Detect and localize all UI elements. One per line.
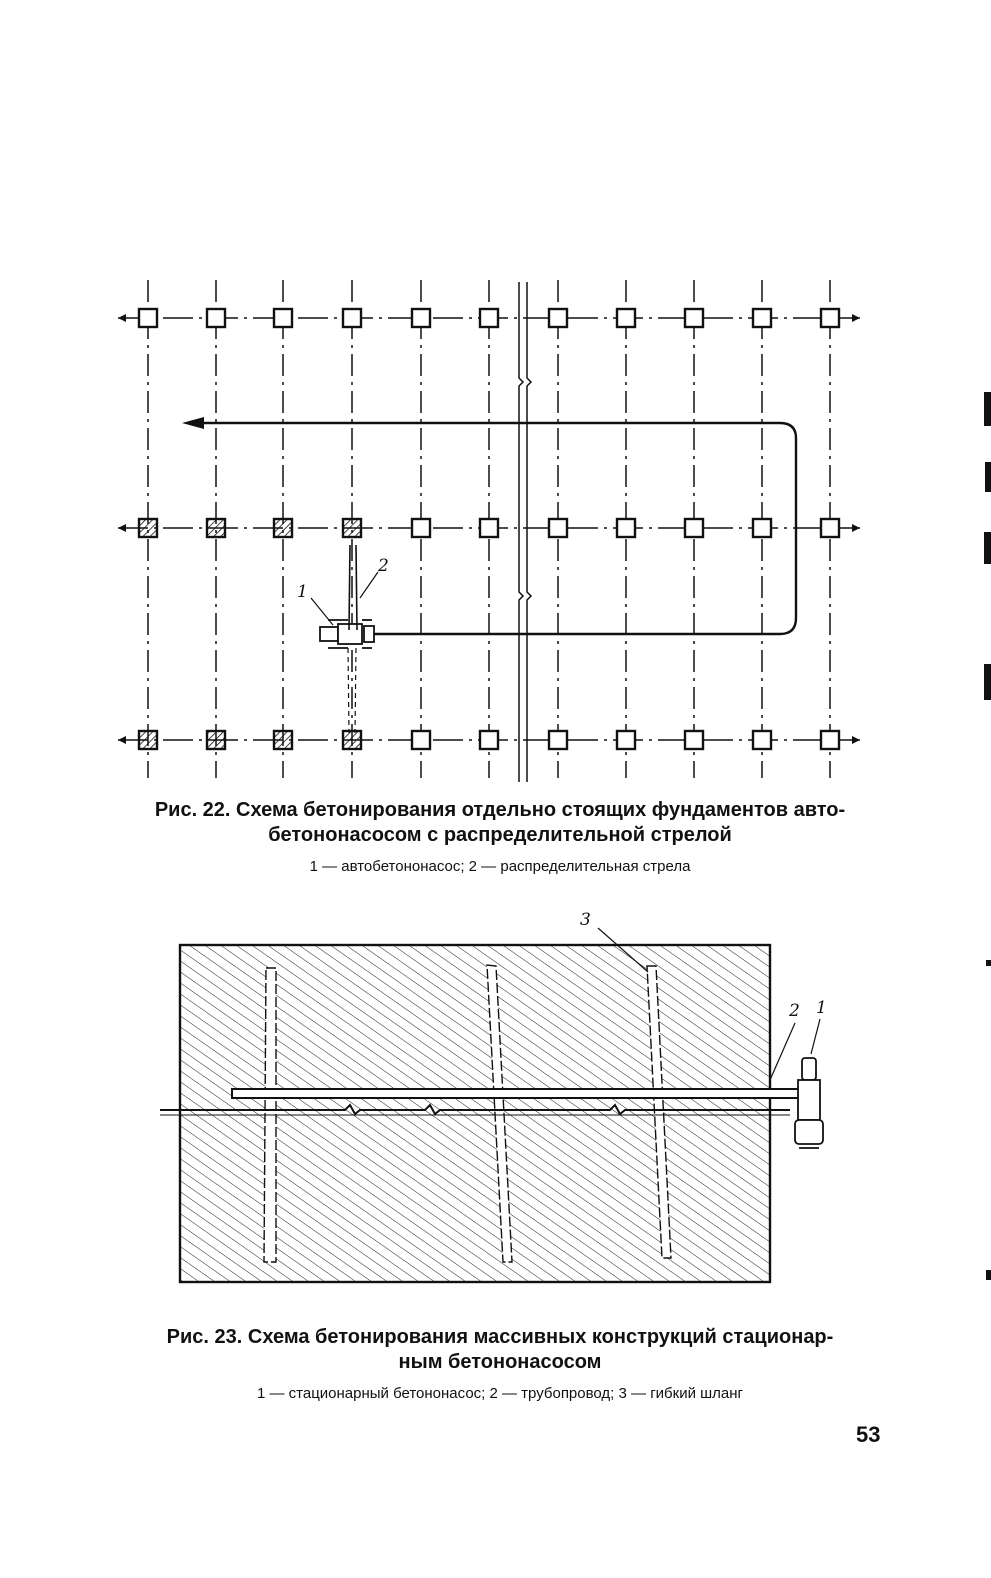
foundation-row-middle <box>137 517 841 539</box>
massive-structure-plan <box>178 943 772 1284</box>
callout-2-fig23: 2 <box>788 1001 800 1021</box>
figure-22-caption-line2: бетононасосом с распределительной стрело… <box>268 824 732 846</box>
pump-travel-path <box>198 421 798 636</box>
callout-2-fig22: 2 <box>377 556 389 576</box>
figure-23-caption-line2: ным бетононасосом <box>398 1351 602 1373</box>
callout-leaders-fig22 <box>310 571 379 626</box>
stationary-concrete-pump <box>794 1057 824 1149</box>
margin-marks <box>984 392 991 1280</box>
figure-22-caption: Рис. 22. Схема бетонирования отдельно ст… <box>100 798 900 848</box>
figure-22-legend: 1 — автобетононасос; 2 — распределительн… <box>309 858 691 875</box>
expansion-joint <box>518 282 533 782</box>
figure-23-legend: 1 — стационарный бетононасос; 2 — трубоп… <box>256 1385 744 1402</box>
section-line <box>160 1103 790 1116</box>
truck-concrete-pump <box>319 619 375 649</box>
figure-22-caption-line1: Рис. 22. Схема бетонирования отдельно ст… <box>154 799 846 821</box>
foundation-row-top <box>137 307 841 329</box>
axis-arrowheads <box>118 314 860 744</box>
callout-3-fig23: 3 <box>580 910 591 930</box>
distribution-boom <box>348 544 358 631</box>
vertical-axis-lines <box>147 280 831 778</box>
foundation-row-bottom <box>137 729 841 751</box>
callout-1-fig23: 1 <box>816 998 827 1018</box>
figure-23-caption-line1: Рис. 23. Схема бетонирования массивных к… <box>166 1326 834 1348</box>
pipeline <box>231 1088 809 1099</box>
figure-23-diagram: 3 2 1 <box>160 910 827 1284</box>
flexible-hoses <box>263 964 672 1263</box>
callout-1-fig22: 1 <box>297 582 308 602</box>
page-number: 53 <box>856 1422 881 1447</box>
figure-23-caption: Рис. 23. Схема бетонирования массивных к… <box>100 1325 900 1375</box>
travel-direction-arrow <box>182 417 204 429</box>
callout-leaders-fig23 <box>597 927 821 1081</box>
